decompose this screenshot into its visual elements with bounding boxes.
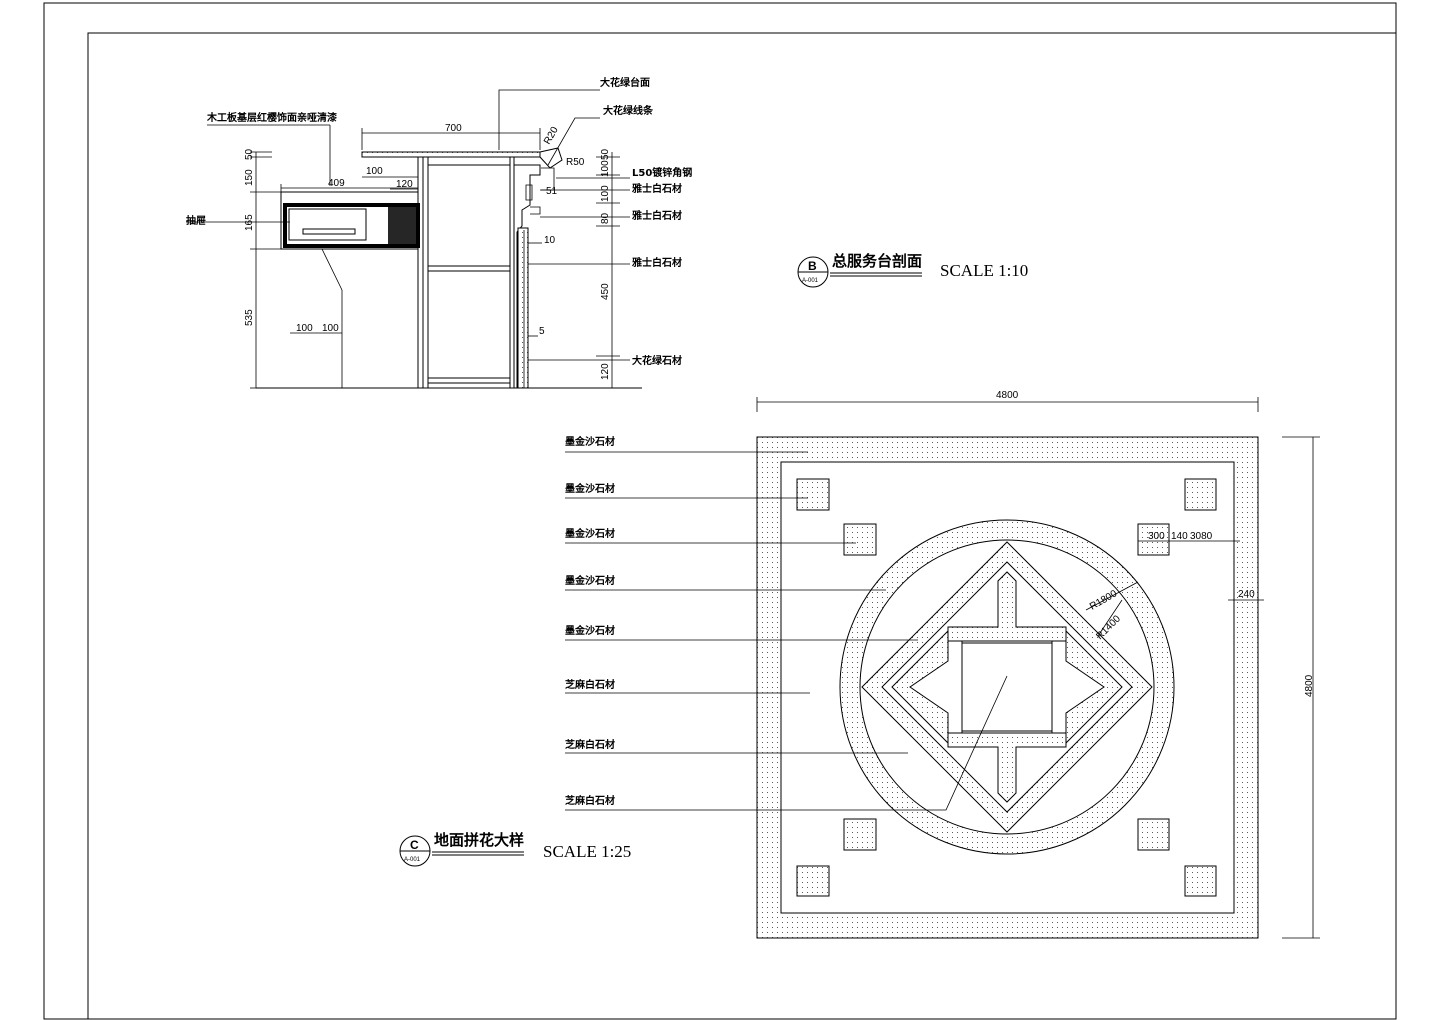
dim-51: 51: [546, 186, 558, 197]
inner-square-bl: [843, 818, 877, 851]
dim-r100b: 100: [600, 185, 611, 202]
corner-square-tl: [796, 478, 830, 511]
inlay-label-1: 墨金沙石材: [565, 435, 615, 448]
section-c-title: C A-001 地面拼花大样 SCALE 1:25: [399, 831, 631, 867]
arrow-west: [891, 629, 949, 745]
inlay-dim-240: 240: [1238, 589, 1255, 600]
label-drawer: 抽屉: [186, 214, 206, 227]
label-white-stone-3: 雅士白石材: [632, 256, 682, 269]
dim-r50: R50: [566, 157, 585, 168]
inner-square-tr: [1137, 523, 1170, 556]
inlay-dim-width: 4800: [996, 390, 1019, 401]
outer-border-band: [756, 436, 1259, 939]
inner-square-tl: [843, 523, 877, 556]
dim-100c: 100: [322, 323, 339, 334]
inlay-dim-3080: 3080: [1190, 531, 1213, 542]
inlay-dim-height: 4800: [1304, 674, 1315, 697]
svg-text:B: B: [808, 259, 817, 273]
inlay-label-8: 芝麻白石材: [565, 794, 615, 807]
dim-100a: 100: [366, 166, 383, 177]
dim-10: 10: [544, 235, 556, 246]
dim-r80: 80: [600, 212, 611, 224]
dim-v150: 150: [244, 169, 255, 186]
floor-inlay-notes: 墨金沙石材 墨金沙石材 墨金沙石材 墨金沙石材 墨金沙石材 芝麻白石材 芝麻白石…: [565, 390, 1315, 807]
section-b-title: B A-001 总服务台剖面 SCALE 1:10: [797, 252, 1028, 288]
dim-r120: 120: [600, 363, 611, 380]
inner-square-br: [1137, 818, 1170, 851]
inlay-label-6: 芝麻白石材: [565, 678, 615, 691]
corner-square-tr: [1184, 478, 1217, 511]
inlay-label-3: 墨金沙石材: [565, 527, 615, 540]
edge-strip-profile: [539, 147, 563, 169]
dim-5: 5: [539, 326, 545, 337]
section-c-name: 地面拼花大样: [434, 831, 524, 849]
dim-r100: 100: [600, 160, 611, 177]
dim-409: 409: [328, 178, 345, 189]
dim-r50b: 50: [600, 148, 611, 160]
corner-square-bl: [796, 865, 830, 897]
dim-100b: 100: [296, 323, 313, 334]
diamond-band: [861, 541, 1153, 833]
svg-text:A-001: A-001: [404, 857, 421, 863]
label-base-stone: 大花绿石材: [632, 354, 682, 367]
dim-r450: 450: [600, 283, 611, 300]
dim-top-width: 700: [445, 123, 462, 134]
svg-text:C: C: [410, 838, 419, 852]
inlay-dim-300: 300: [1148, 531, 1165, 542]
arrow-east: [1065, 629, 1123, 745]
inlay-label-7: 芝麻白石材: [565, 738, 615, 751]
section-b-scale: SCALE 1:10: [940, 261, 1028, 280]
inlay-label-5: 墨金沙石材: [565, 624, 615, 637]
inner-frame: [87, 32, 1397, 1020]
label-edge-strip: 大花绿线条: [603, 104, 654, 117]
counter-top-slab: [361, 151, 541, 158]
dim-v50: 50: [244, 148, 255, 160]
section-c-scale: SCALE 1:25: [543, 842, 631, 861]
inlay-dim-140: 140: [1171, 531, 1188, 542]
floor-inlay-drawing: [565, 397, 1320, 939]
center-square: [961, 642, 1053, 732]
label-white-stone-2: 雅士白石材: [632, 209, 682, 222]
inlay-label-4: 墨金沙石材: [565, 574, 615, 587]
label-counter-top: 大花绿台面: [600, 76, 650, 89]
dim-120a: 120: [396, 179, 413, 190]
dim-r20: R20: [542, 125, 561, 147]
label-steel-angle: L50镀锌角钢: [632, 166, 692, 179]
white-stone-cladding: [517, 227, 529, 389]
inlay-label-2: 墨金沙石材: [565, 482, 615, 495]
svg-text:A-001: A-001: [802, 278, 819, 284]
dim-v535: 535: [244, 309, 255, 326]
label-wood-veneer: 木工板基层红樱饰面亲哑清漆: [206, 111, 337, 124]
counter-section-notes: 大花绿台面 大花绿线条 木工板基层红樱饰面亲哑清漆 抽屉 L50镀锌角钢 雅士白…: [186, 76, 692, 380]
section-b-name: 总服务台剖面: [832, 252, 922, 270]
label-white-stone-1: 雅士白石材: [632, 182, 682, 195]
dim-v165: 165: [244, 214, 255, 231]
corner-square-br: [1184, 865, 1217, 897]
counter-section-drawing: [186, 89, 642, 389]
